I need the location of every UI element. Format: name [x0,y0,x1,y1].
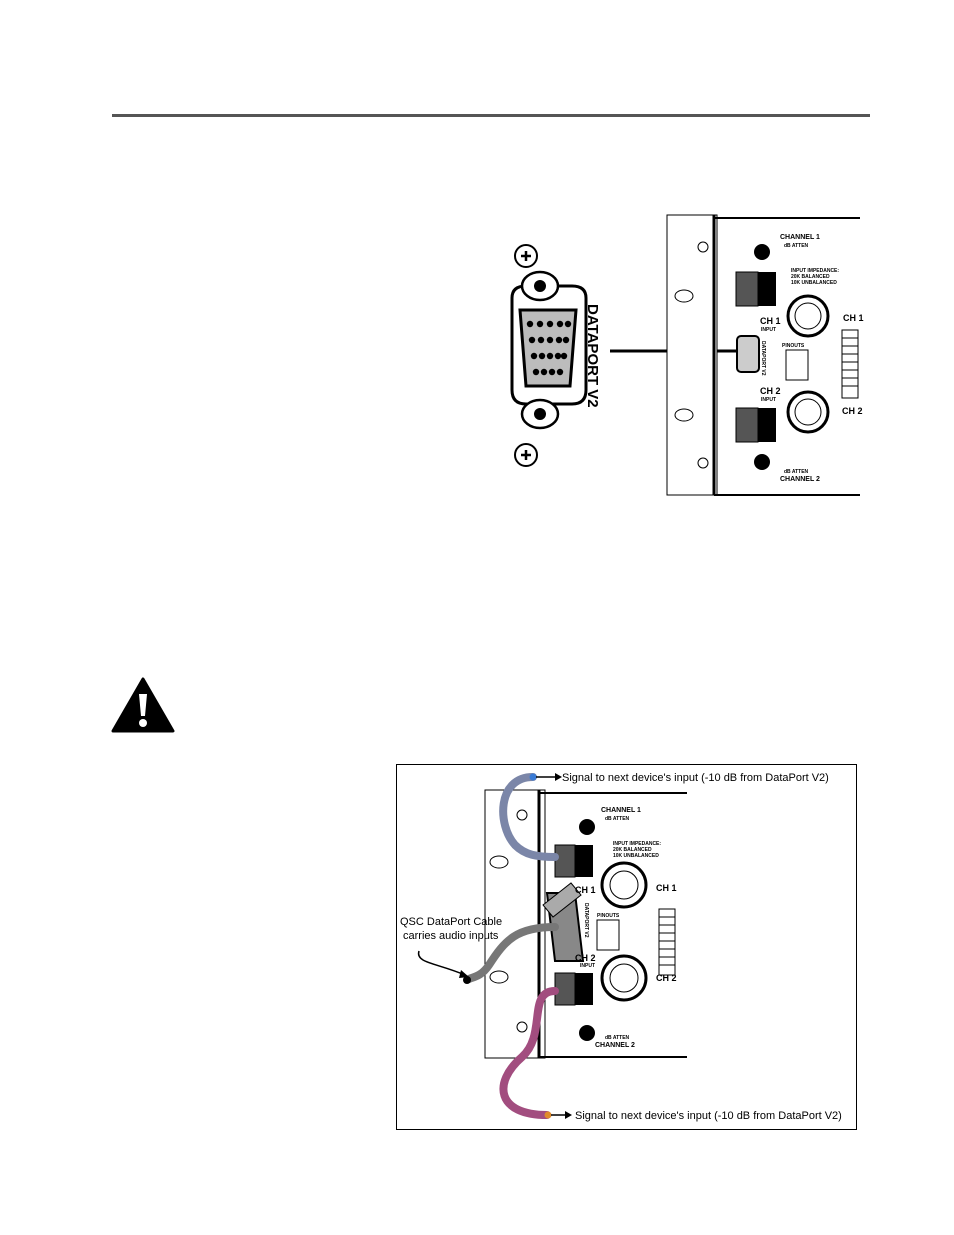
rear-panel [666,214,860,496]
input-label-2: INPUT [761,397,776,403]
channel2-title-2: CHANNEL 2 [595,1042,635,1049]
pinouts-label: PINOUTS [782,343,805,349]
impedance-line1-2: INPUT IMPEDANCE: [613,841,661,847]
wiring-diagram: Signal to next device's input (-10 dB fr… [400,772,842,1122]
pinouts-label-2: PINOUTS [597,913,620,919]
callout-arrow [417,950,466,976]
dataport-plug [542,882,585,962]
input-label-3: INPUT [580,963,595,969]
ch1-label: CH 1 [843,313,864,323]
dataport-cable [465,923,559,983]
impedance-line2: 20K BALANCED [791,274,830,280]
wiring-figure: Signal to next device's input (-10 dB fr… [396,764,857,1130]
cable-top [499,773,559,861]
cable-bottom [499,987,559,1119]
connector-label: DATAPORT V2 [584,304,601,408]
dataport-small-label-2: DATAPORT V2 [583,903,589,938]
signal-bottom-label: Signal to next device's input (-10 dB fr… [575,1110,842,1122]
dataport-small-label: DATAPORT V2 [760,341,766,376]
input-label: INPUT [761,327,776,333]
screw-icon [514,443,538,467]
ch1-label-2: CH 1 [656,883,677,893]
impedance-line2-2: 20K BALANCED [613,847,652,853]
ch1-input-label-2: CH 1 [575,885,596,895]
ch2-input-label-2: CH 2 [575,953,596,963]
cable-label-line2: carries audio inputs [403,930,499,942]
screw-icon [514,244,538,268]
atten-label-2: dB ATTEN [784,469,809,475]
impedance-line3: 10K UNBALANCED [791,280,837,286]
ch2-label: CH 2 [842,406,863,416]
channel1-title: CHANNEL 1 [780,234,820,241]
atten-label: dB ATTEN [784,243,809,249]
cable-label-line1: QSC DataPort Cable [400,916,502,928]
cable-tip-bottom [544,1111,552,1119]
cable-tip-top [529,773,537,781]
dataport-connector-large [510,270,588,430]
dataport-figure: DATAPORT V2 CHAN [510,214,864,496]
impedance-line3-2: 10K UNBALANCED [613,853,659,859]
ch2-label-2: CH 2 [656,973,677,983]
signal-top-label: Signal to next device's input (-10 dB fr… [562,772,829,784]
header-rule [112,114,870,117]
atten-label-4: dB ATTEN [605,1035,630,1041]
ch2-input-label: CH 2 [760,386,781,396]
impedance-line1: INPUT IMPEDANCE: [791,268,839,274]
warning-icon [111,677,175,733]
ch1-input-label: CH 1 [760,316,781,326]
channel1-title-2: CHANNEL 1 [601,807,641,814]
channel2-title: CHANNEL 2 [780,476,820,483]
atten-label-3: dB ATTEN [605,816,630,822]
